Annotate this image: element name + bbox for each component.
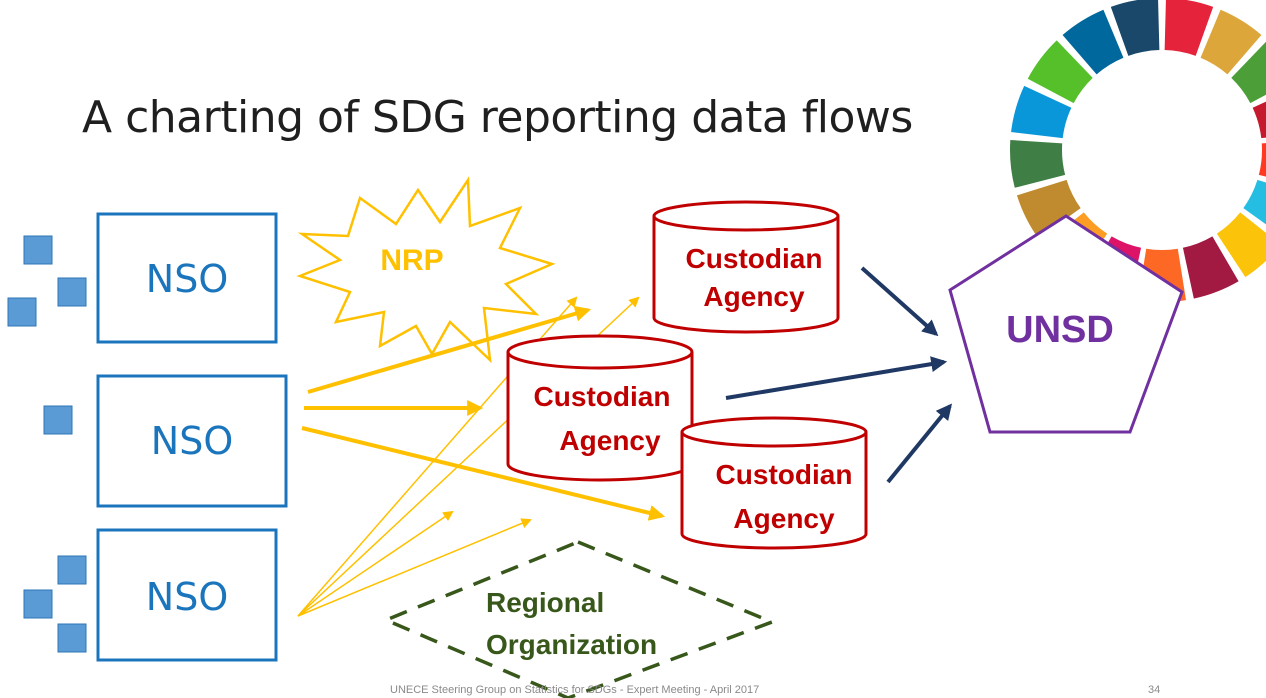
nso-box-1 — [96, 212, 278, 344]
custodian-1-line1: Custodian — [686, 243, 823, 274]
slide-title: A charting of SDG reporting data flows — [82, 92, 913, 143]
sdg-wheel-segment — [1110, 0, 1160, 56]
nrp-label: NRP — [380, 244, 443, 277]
nso-indicator-square — [57, 623, 87, 653]
nso-indicator-square — [23, 235, 53, 265]
custodian-3-line1: Custodian — [716, 459, 853, 490]
nso-label-3: NSO — [146, 575, 228, 619]
nso-box-2 — [96, 374, 288, 508]
unsd-label: UNSD — [1006, 309, 1114, 351]
flow-arrow-nso2-to-custodian1 — [307, 305, 592, 394]
sdg-wheel-segment — [1062, 9, 1124, 75]
sdg-wheel-segment — [1200, 9, 1262, 75]
custodian-3-line2: Agency — [733, 503, 835, 534]
slide-footer: UNECE Steering Group on Statistics for S… — [390, 684, 760, 696]
nso-indicator-square — [7, 297, 37, 327]
nso-indicator-square — [57, 277, 87, 307]
custodian-1-line2: Agency — [703, 281, 805, 312]
custodian-cylinder-3: Custodian Agency — [680, 416, 868, 550]
flow-arrow-custodian1-to-unsd — [860, 266, 939, 337]
nso-indicator-square — [43, 405, 73, 435]
custodian-2-line2: Agency — [559, 425, 661, 456]
sdg-wheel-segment — [1182, 236, 1239, 299]
sdg-wheel-segment — [1016, 179, 1081, 239]
sdg-wheel-segment — [1009, 139, 1066, 188]
sdg-wheel-segment — [1027, 40, 1093, 104]
regional-organization-diamond — [381, 540, 777, 698]
unsd-pentagon — [948, 214, 1184, 434]
sdg-wheel-segment — [1011, 85, 1072, 139]
sdg-wheel-segment — [1258, 143, 1266, 177]
sdg-wheel-segment — [1164, 0, 1214, 56]
sdg-wheel-logo — [1009, 0, 1266, 302]
nso-label-1: NSO — [146, 257, 228, 301]
sdg-wheel-segment — [1216, 212, 1266, 278]
flow-arrow-custodian2-to-unsd — [725, 356, 948, 400]
sdg-wheel-segment — [1252, 101, 1266, 139]
page-number: 34 — [1148, 684, 1161, 696]
nso-label-2: NSO — [151, 419, 233, 463]
custodian-cylinder-1: Custodian Agency — [652, 200, 840, 334]
custodian-2-line1: Custodian — [534, 381, 671, 412]
nso-indicator-square — [57, 555, 87, 585]
custodian-cylinder-2: Custodian Agency — [506, 334, 694, 482]
flow-arrow-custodian3-to-unsd — [886, 403, 953, 484]
flow-line-nso3-to-custodian3 — [297, 510, 454, 617]
nrp-starburst — [296, 176, 556, 364]
sdg-wheel-segment — [1231, 41, 1266, 104]
regional-label-line2: Organization — [486, 629, 657, 660]
flow-arrow-nso2-to-custodian3 — [301, 426, 666, 521]
sdg-wheel-segment — [1243, 179, 1266, 225]
nso-indicator-square — [23, 589, 53, 619]
nso-box-3 — [96, 528, 278, 662]
regional-label-line1: Regional — [486, 587, 604, 618]
flow-line-nso3-to-custodian4 — [297, 518, 532, 617]
